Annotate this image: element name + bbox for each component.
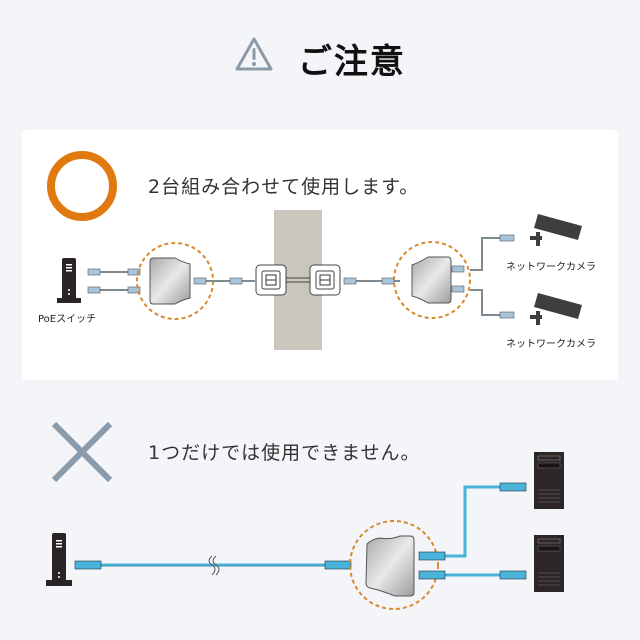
camera-label-bottom: ネットワークカメラ [506, 339, 596, 350]
page-title: ご注意 [0, 34, 640, 83]
warning-triangle-icon [234, 36, 274, 81]
dashed-highlight-ng [349, 520, 439, 610]
cables-to-servers [440, 485, 500, 577]
ng-cross-icon [50, 420, 114, 484]
ok-circle-icon [46, 150, 118, 222]
camera-label-top: ネットワークカメラ [506, 262, 596, 273]
server-icon-bottom [534, 535, 564, 592]
server-icon-top [534, 452, 564, 509]
cable-break-mark [208, 555, 220, 576]
correct-heading: 2台組み合わせて使用します。 [148, 176, 420, 198]
splitter-ng [365, 535, 415, 597]
poe-switch-icon-2 [46, 533, 72, 586]
poe-switch-label: PoEスイッチ [38, 314, 97, 325]
incorrect-heading: 1つだけでは使用できません。 [148, 442, 421, 464]
title-text: ご注意 [297, 42, 406, 82]
